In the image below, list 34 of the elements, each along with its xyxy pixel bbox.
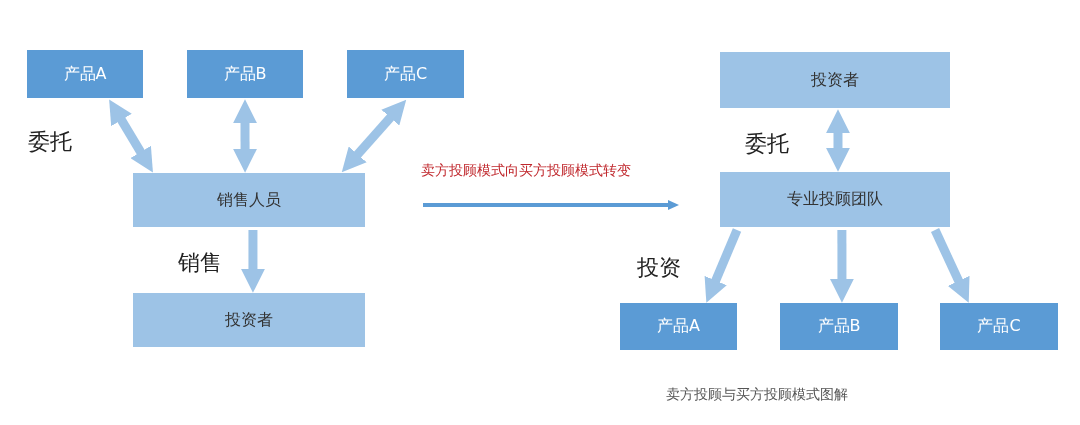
- box-label: 投资者: [225, 309, 273, 331]
- process-box: [720, 172, 950, 227]
- box-label: 产品B: [223, 63, 267, 85]
- box-label: 产品C: [977, 316, 1021, 337]
- arrow: [829, 230, 854, 303]
- box-label: 专业投顾团队: [787, 189, 883, 210]
- box-label: 产品A: [63, 63, 107, 85]
- process-box: [27, 50, 143, 98]
- transition-label: 卖方投顾模式向买方投顾模式转变: [421, 162, 631, 180]
- edge-label: 委托: [28, 128, 72, 156]
- box-label: 投资者: [811, 69, 859, 91]
- arrow: [233, 99, 258, 173]
- process-box: [780, 303, 898, 350]
- edge-label: 销售: [178, 249, 222, 277]
- box-label: 产品A: [657, 316, 700, 337]
- caption: 卖方投顾与买方投顾模式图解: [666, 386, 848, 404]
- box-label: 销售人员: [217, 189, 281, 211]
- arrow: [109, 99, 153, 173]
- edge-label: 投资: [637, 254, 681, 282]
- edge-label: 委托: [745, 130, 789, 158]
- arrow: [341, 99, 407, 173]
- box-label: 产品B: [817, 316, 861, 337]
- box-label: 产品C: [383, 63, 428, 85]
- process-box: [940, 303, 1058, 350]
- arrow: [826, 109, 850, 172]
- process-box: [620, 303, 737, 350]
- process-box: [347, 50, 464, 98]
- process-box: [133, 173, 365, 227]
- process-box: [720, 52, 950, 108]
- arrow: [704, 228, 742, 303]
- process-box: [187, 50, 303, 98]
- arrow: [930, 228, 970, 303]
- process-box: [133, 293, 365, 347]
- arrow: [240, 230, 265, 293]
